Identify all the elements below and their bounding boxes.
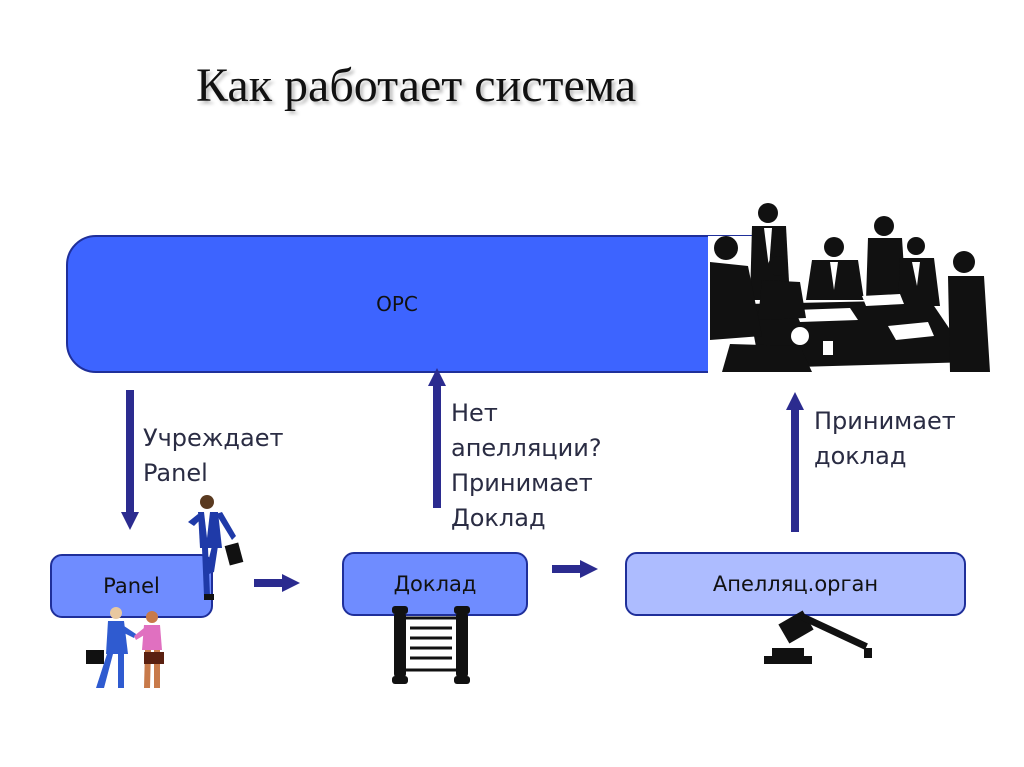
arrow-establishes-down [121, 390, 139, 530]
no-appeal-line-3: Принимает [451, 469, 593, 497]
dsb-box-label: ОРС [376, 292, 418, 316]
report-box-label: Доклад [393, 572, 477, 596]
panel-box: Panel [50, 554, 213, 618]
arrow-panel-to-report [254, 574, 300, 592]
slide-title: Как работает система [196, 59, 637, 112]
arrow-adopts-up [786, 392, 804, 532]
no-appeal-line-2: апелляции? [451, 434, 602, 462]
panel-box-label: Panel [103, 574, 160, 598]
establishes-line-1: Учреждает [143, 424, 284, 452]
no-appeal-label: Нет апелляции? Принимает Доклад [451, 396, 602, 536]
scroll-icon [392, 606, 470, 684]
gavel-icon [764, 610, 872, 664]
no-appeal-line-1: Нет [451, 399, 498, 427]
adopts-report-label: Принимает доклад [814, 404, 956, 474]
businessman-running-icon [188, 495, 244, 600]
arrow-no-appeal-up [428, 368, 446, 508]
no-appeal-line-4: Доклад [451, 504, 546, 532]
appellate-body-box-label: Апелляц.орган [712, 572, 879, 596]
establishes-line-2: Panel [143, 459, 208, 487]
handshake-icon [86, 607, 164, 688]
establishes-panel-label: Учреждает Panel [143, 421, 283, 491]
adopts-line-1: Принимает [814, 407, 956, 435]
report-box: Доклад [342, 552, 528, 616]
adopts-line-2: доклад [814, 442, 907, 470]
meeting-people-icon [708, 203, 990, 374]
dsb-box: ОРС [66, 235, 788, 373]
arrow-report-to-appellate [552, 560, 598, 578]
